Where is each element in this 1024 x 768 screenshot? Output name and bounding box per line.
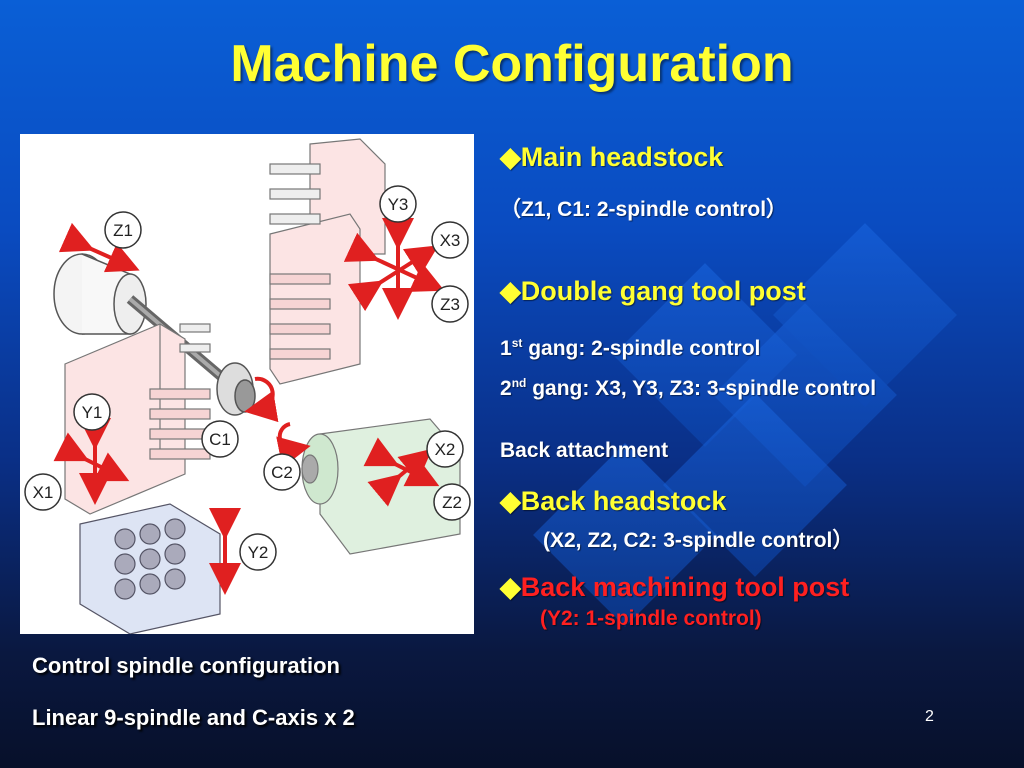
main-headstock-heading: ◆Main headstock xyxy=(500,142,723,173)
bullet-diamond-icon: ◆ xyxy=(500,486,521,516)
bullet-diamond-icon: ◆ xyxy=(500,276,521,306)
gang-1-detail: 1st gang: 2-spindle control xyxy=(500,336,760,361)
label-c1: C1 xyxy=(209,430,231,449)
back-headstock-detail: (X2, Z2, C2: 3-spindle control） xyxy=(543,529,854,552)
back-tool-post-shape xyxy=(79,503,221,635)
gang-2-detail: 2nd gang: X3, Y3, Z3: 3-spindle control xyxy=(500,376,876,401)
bullet-diamond-icon: ◆ xyxy=(500,142,521,172)
main-headstock-detail: （Z1, C1: 2-spindle control） xyxy=(500,198,788,221)
label-x3: X3 xyxy=(440,231,461,250)
gang-1-text: gang: 2-spindle control xyxy=(522,337,761,360)
gang-1-ordinal: st xyxy=(511,336,523,350)
main-headstock-label: Main headstock xyxy=(520,142,724,172)
label-z2: Z2 xyxy=(442,493,462,512)
gang-tool-post-2 xyxy=(269,138,386,385)
back-tool-post-heading: ◆Back machining tool post xyxy=(500,572,849,603)
label-x1: X1 xyxy=(33,483,54,502)
gang-2-ordinal: nd xyxy=(511,376,527,390)
label-y2: Y2 xyxy=(248,543,269,562)
caption-linear-spindle: Linear 9-spindle and C-axis x 2 xyxy=(32,705,355,730)
back-tool-post-label: Back machining tool post xyxy=(520,572,850,602)
back-attachment-heading: Back attachment xyxy=(500,439,669,462)
bullet-diamond-icon: ◆ xyxy=(500,572,521,602)
back-tool-post-detail: (Y2: 1-spindle control) xyxy=(540,607,762,630)
axis-label-circles xyxy=(24,185,471,571)
label-z1: Z1 xyxy=(113,221,133,240)
label-y3: Y3 xyxy=(388,195,409,214)
slide-title: Machine Configuration xyxy=(230,35,794,93)
machine-diagram: Z1 Y3 X3 Z3 Y1 C1 X2 C2 Z2 X1 Y2 xyxy=(20,134,474,635)
double-gang-label: Double gang tool post xyxy=(520,276,806,306)
gang-1-number: 1 xyxy=(500,337,512,360)
double-gang-heading: ◆Double gang tool post xyxy=(500,276,806,307)
gang-2-text: gang: X3, Y3, Z3: 3-spindle control xyxy=(526,377,877,400)
page-number: 2 xyxy=(925,708,934,725)
back-headstock-label: Back headstock xyxy=(520,486,727,516)
label-x2: X2 xyxy=(435,440,456,459)
caption-control-config: Control spindle configuration xyxy=(32,653,340,678)
gang-2-number: 2 xyxy=(500,377,512,400)
label-c2: C2 xyxy=(271,463,293,482)
back-headstock-heading: ◆Back headstock xyxy=(500,486,726,517)
label-z3: Z3 xyxy=(440,295,460,314)
label-y1: Y1 xyxy=(82,403,103,422)
machine-drawing: Z1 Y3 X3 Z3 Y1 C1 X2 C2 Z2 X1 Y2 xyxy=(24,138,471,635)
axis-arrows xyxy=(53,218,445,595)
